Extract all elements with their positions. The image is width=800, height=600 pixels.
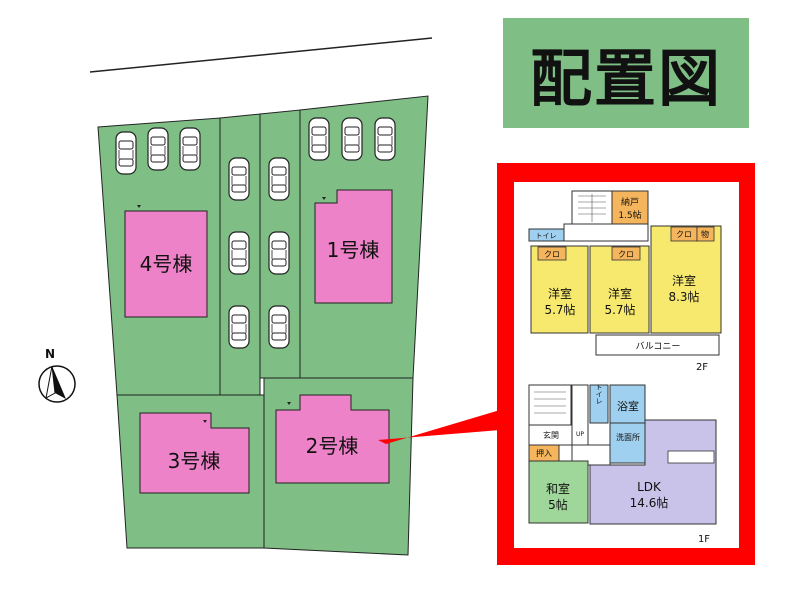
building-4-label: 4号棟 xyxy=(140,252,193,276)
yoshitsu-2-size: 5.7帖 xyxy=(604,302,635,317)
road-line xyxy=(89,37,433,73)
yoshitsu-3-size: 8.3帖 xyxy=(668,289,699,304)
genkan-label: 玄関 xyxy=(543,430,559,440)
mono-storage xyxy=(696,226,715,242)
nando-size: 1.5帖 xyxy=(618,209,641,221)
car-icon xyxy=(341,117,363,161)
kuro-1-label: クロ xyxy=(544,250,560,259)
entrance-marker-icon xyxy=(287,402,291,405)
stair-1f xyxy=(528,384,572,426)
nando-label: 納戸 xyxy=(621,196,639,208)
car-icon xyxy=(228,305,250,349)
yoshitsu-2 xyxy=(589,245,650,334)
up-label: UP xyxy=(576,431,584,438)
callout-pointer xyxy=(378,410,500,444)
washitsu-label: 和室 xyxy=(546,481,570,496)
yoshitsu-3-label: 洋室 xyxy=(672,273,696,288)
mono-label: 物 xyxy=(701,229,709,239)
title-banner: 配置図 xyxy=(503,18,749,128)
car-icon xyxy=(228,157,250,201)
floor-2f-label: 2F xyxy=(696,362,708,373)
washitsu xyxy=(528,460,589,524)
car-icon xyxy=(268,231,290,275)
building-labels: 4号棟 1号棟 3号棟 2号棟 xyxy=(140,238,380,473)
entrance-marker-icon xyxy=(203,420,207,423)
yoshitsu-1 xyxy=(530,245,589,334)
north-arrow-icon: N xyxy=(38,347,76,403)
entrance-marker-icon xyxy=(322,197,326,200)
toilet-1f-label: トイレ xyxy=(595,384,603,405)
building-1 xyxy=(314,189,393,304)
nando-room xyxy=(611,190,649,225)
building-2 xyxy=(275,394,390,484)
kuro-2-label: クロ xyxy=(618,250,634,259)
senmen-label: 洗面所 xyxy=(616,432,640,442)
senmen xyxy=(609,422,646,464)
building-2-label: 2号棟 xyxy=(306,434,359,458)
ldk-label: LDK xyxy=(637,480,662,494)
building-1-label: 1号棟 xyxy=(327,238,380,262)
car-icon xyxy=(179,127,201,171)
floor-1f-label: 1F xyxy=(698,534,710,545)
building-3 xyxy=(139,412,250,494)
kuro-2 xyxy=(611,246,641,261)
oshiire-label: 押入 xyxy=(536,448,552,458)
kitchen-counter xyxy=(667,450,715,464)
ldk xyxy=(589,419,717,525)
toilet-1f xyxy=(589,384,609,424)
yoshitsu-3 xyxy=(650,225,722,334)
yoshitsu-1-size: 5.7帖 xyxy=(544,302,575,317)
car-icon xyxy=(308,117,330,161)
floorplan-1f: UP トイレ 浴室 玄関 洗面所 押入 和室 5帖 LDK 14.6帖 1F xyxy=(528,384,717,545)
bath-label: 浴室 xyxy=(617,399,639,413)
page-title: 配置図 xyxy=(529,42,722,115)
entrance-marker-icon xyxy=(137,205,141,208)
kuro-3-label: クロ xyxy=(676,230,692,239)
floorplan-2f: DN 納戸 1.5帖 トイレ クロ 洋室 5.7帖 クロ 洋室 5.7帖 クロ … xyxy=(528,190,722,373)
car-icon xyxy=(115,131,137,175)
car-icon xyxy=(374,117,396,161)
balcony xyxy=(595,334,720,356)
yoshitsu-2-label: 洋室 xyxy=(608,286,632,301)
hall-2f xyxy=(563,223,649,242)
car-icon xyxy=(228,231,250,275)
toilet-2f-label: トイレ xyxy=(536,232,557,240)
washitsu-size: 5帖 xyxy=(548,497,568,512)
car-icon xyxy=(147,127,169,171)
building-3-label: 3号棟 xyxy=(168,449,221,473)
building-4 xyxy=(124,210,208,318)
north-label: N xyxy=(45,347,55,361)
car-icon xyxy=(268,305,290,349)
yoshitsu-1-label: 洋室 xyxy=(548,286,572,301)
kuro-1 xyxy=(537,246,567,261)
ldk-size: 14.6帖 xyxy=(630,495,669,510)
car-icon xyxy=(268,157,290,201)
site-buildings xyxy=(124,189,393,494)
balcony-label: バルコニー xyxy=(636,341,681,352)
